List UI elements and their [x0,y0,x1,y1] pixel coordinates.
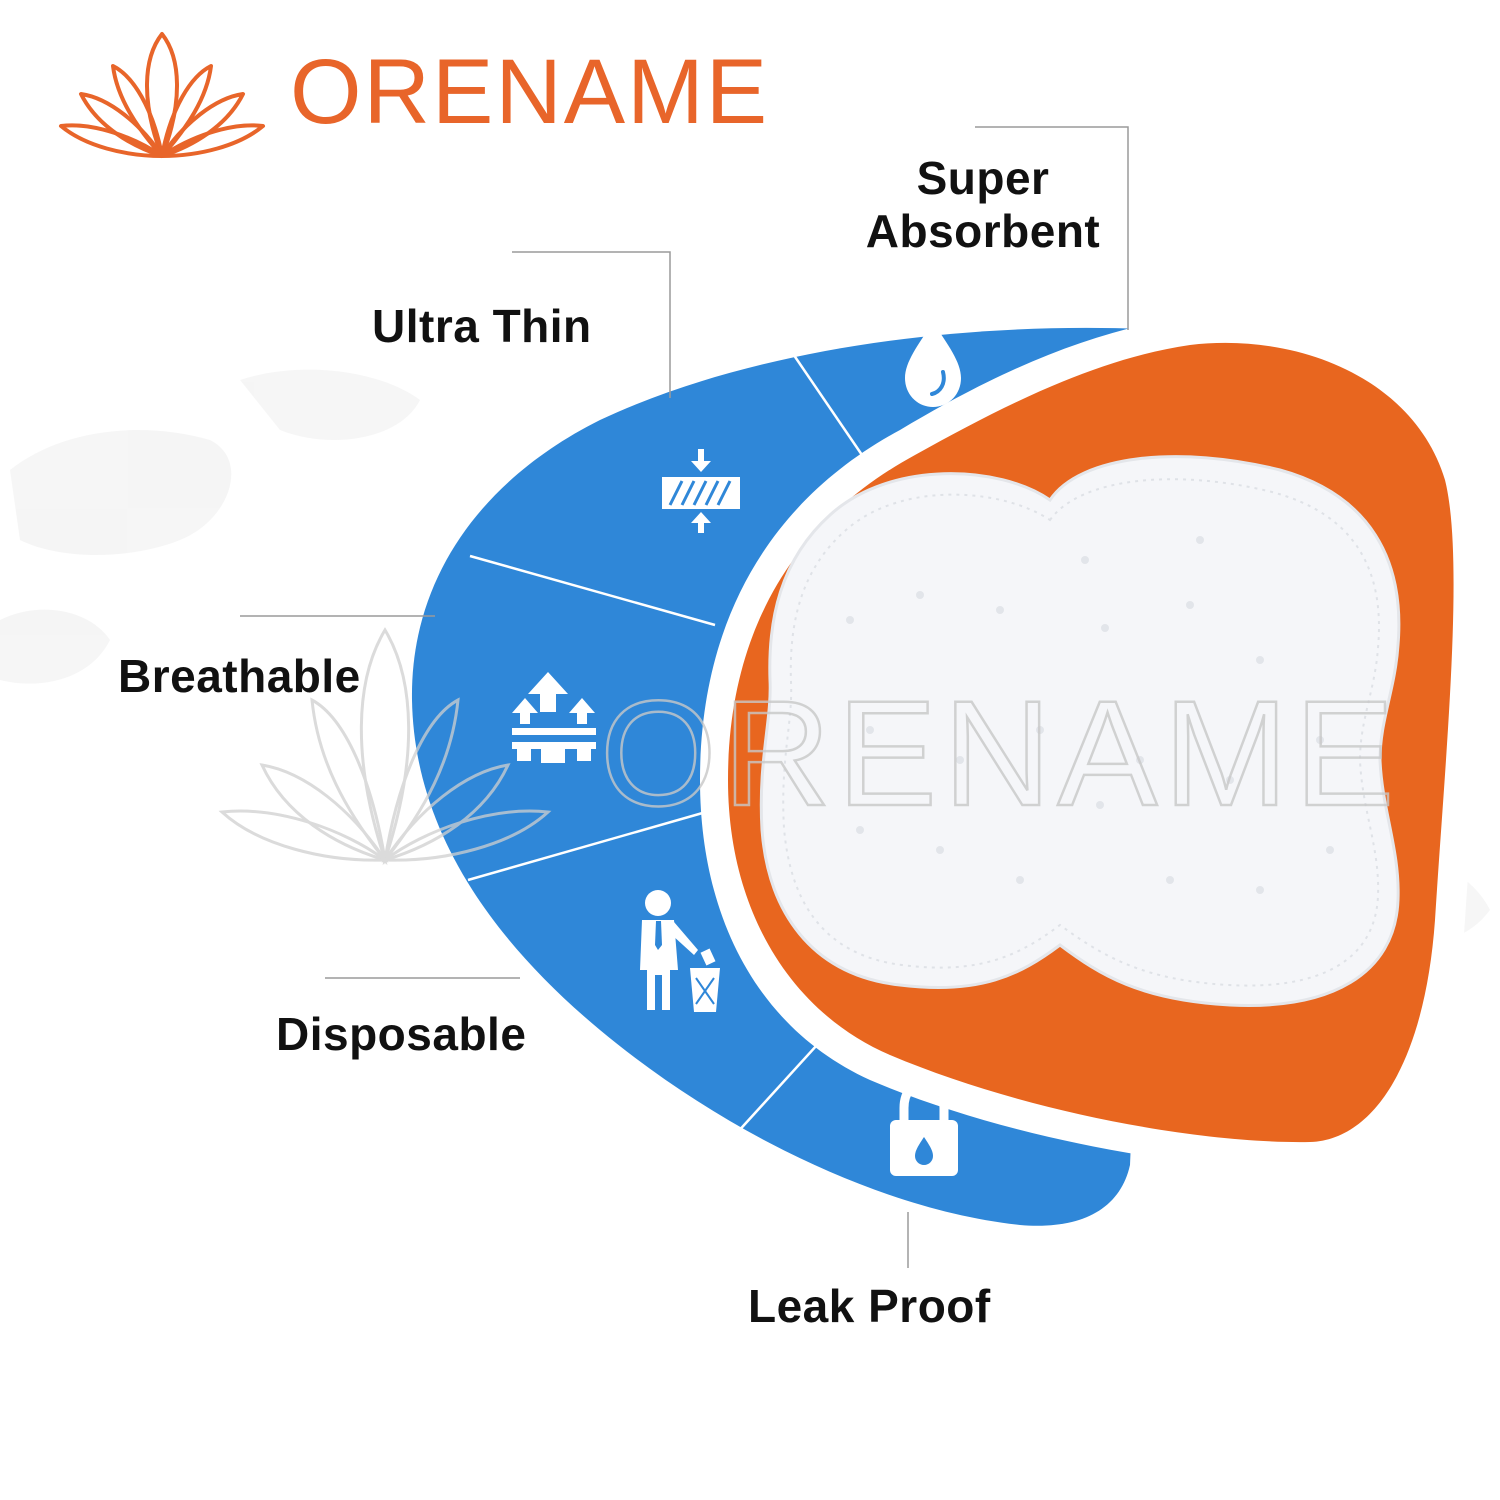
water-drop-icon [905,322,961,407]
person-trash-icon [640,890,720,1012]
label-disposable: Disposable [276,1008,527,1060]
compress-layer-icon [662,449,740,533]
breathable-arrows-icon [512,672,596,763]
leader-lines [240,126,1129,1268]
padlock-drop-icon [890,1077,958,1176]
underarm-pad [759,455,1401,1007]
brand-logo-text: ORENAME [290,41,770,143]
lotus-logo-icon [59,32,265,158]
label-leak-proof: Leak Proof [748,1280,991,1332]
label-super-absorbent: Super Absorbent [865,152,1101,257]
label-ultra-thin: Ultra Thin [372,300,592,352]
label-breathable: Breathable [118,650,361,702]
watermark-text: ORENAME [600,669,1400,837]
watermark-lotus-icon [218,627,552,866]
